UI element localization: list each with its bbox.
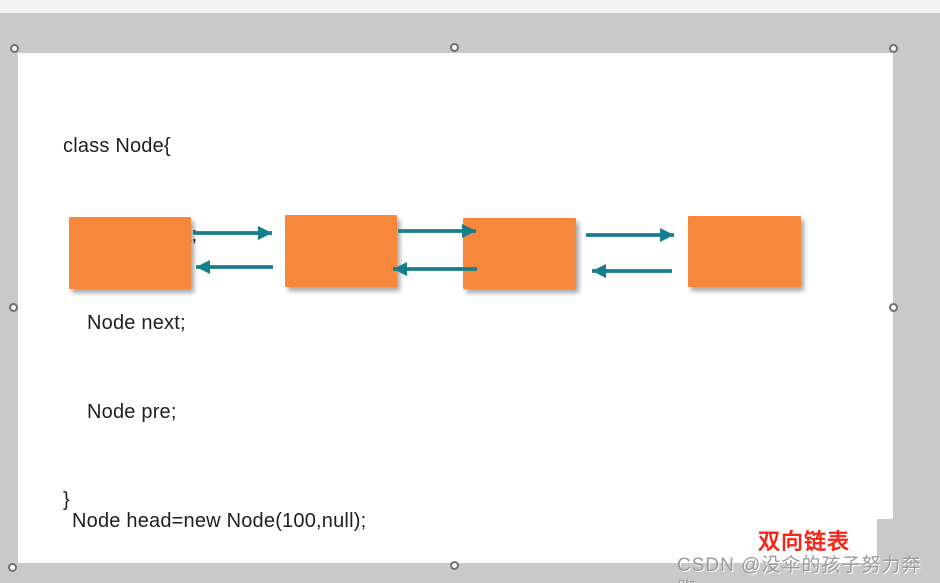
csdn-watermark: CSDN @没伞的孩子努力奔跑 xyxy=(677,555,922,583)
class-definition-code: class Node{ Object data; Node next; Node… xyxy=(63,73,197,575)
code-line: class Node{ xyxy=(63,135,171,157)
linked-list-node-4 xyxy=(688,216,801,287)
window-top-strip xyxy=(0,0,940,13)
selection-handle-top-center[interactable] xyxy=(450,43,459,52)
selection-handle-mid-right[interactable] xyxy=(889,303,898,312)
code-line: } xyxy=(63,489,70,511)
usage-code: Node head=new Node(100,null); head.next=… xyxy=(72,446,412,583)
selection-handle-top-left[interactable] xyxy=(10,44,19,53)
slide-canvas[interactable] xyxy=(18,53,893,563)
linked-list-node-3 xyxy=(463,218,576,289)
selection-handle-top-right[interactable] xyxy=(889,44,898,53)
code-line: Node pre; xyxy=(87,400,177,423)
code-line: Node head=new Node(100,null); xyxy=(72,510,367,532)
diagram-caption: 双向链表 xyxy=(758,529,851,554)
selection-handle-mid-left[interactable] xyxy=(9,303,18,312)
selection-handle-bottom-center[interactable] xyxy=(450,561,459,570)
selection-handle-bottom-left[interactable] xyxy=(8,563,17,572)
linked-list-node-2 xyxy=(285,215,397,287)
linked-list-node-1 xyxy=(69,217,191,289)
code-line: Node next; xyxy=(87,312,186,334)
background-patch xyxy=(877,519,893,563)
